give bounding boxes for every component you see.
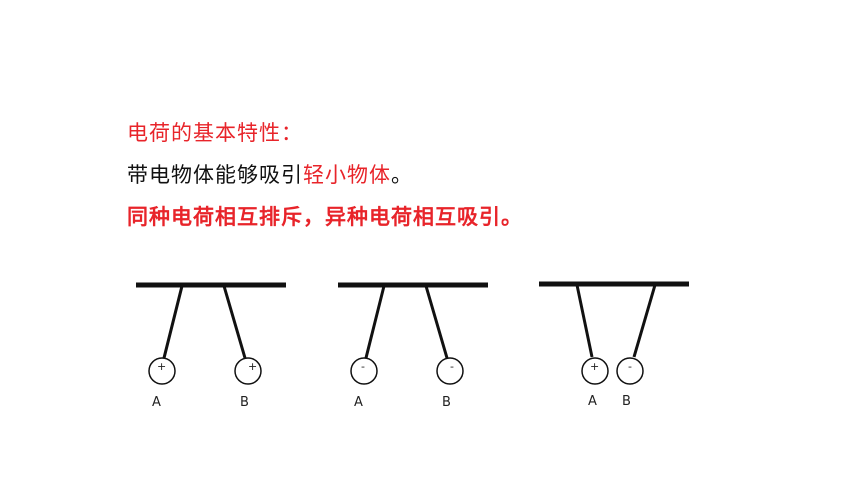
ball-a-label: A: [152, 395, 161, 410]
ball-a: [350, 357, 378, 385]
ball-a-charge: -: [361, 360, 365, 373]
statement-highlight: 轻小物体: [303, 163, 391, 187]
thread-b: [632, 284, 657, 358]
heading-charge-properties: 电荷的基本特性：: [127, 121, 303, 145]
diagram-repel-positive: + + A B: [136, 282, 286, 410]
ball-a-label: A: [354, 395, 363, 410]
ball-b: [436, 357, 464, 385]
ball-b-charge: -: [450, 360, 454, 373]
thread-a: [162, 285, 184, 359]
diagram-attract: + - A B: [539, 281, 689, 409]
thread-a: [364, 285, 386, 359]
rule-repel-attract: 同种电荷相互排斥，异种电荷相互吸引。: [127, 205, 523, 229]
ball-a-label: A: [588, 394, 597, 409]
statement-attraction: 带电物体能够吸引轻小物体。: [127, 161, 413, 189]
ball-b-charge: -: [628, 360, 632, 373]
thread-b: [424, 285, 449, 359]
ball-b-label: B: [442, 395, 451, 410]
ball-b-label: B: [622, 394, 631, 409]
diagram-repel-negative: - - A B: [338, 282, 488, 410]
statement-suffix: 。: [391, 163, 413, 187]
ball-b-charge: +: [248, 360, 257, 373]
ball-a-charge: +: [590, 360, 599, 373]
ball-a: [148, 357, 176, 385]
ball-b-label: B: [240, 395, 249, 410]
ball-a-charge: +: [157, 360, 166, 373]
ball-b: [616, 357, 644, 385]
thread-b: [222, 285, 247, 359]
ball-b: [234, 357, 262, 385]
thread-a: [575, 284, 594, 358]
ball-a: [581, 357, 609, 385]
statement-prefix: 带电物体能够吸引: [127, 163, 303, 187]
